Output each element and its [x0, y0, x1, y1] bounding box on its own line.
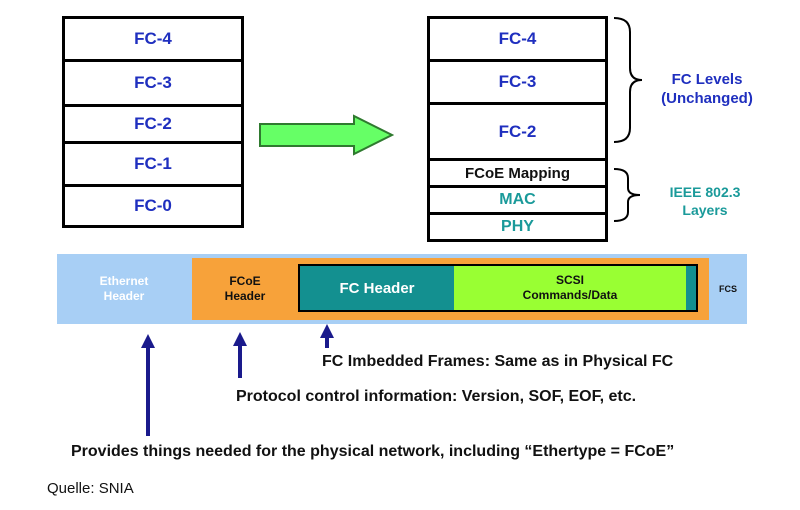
ethernet-header-line2: Header — [103, 289, 145, 303]
ieee-layers-label: IEEE 802.3 Layers — [655, 183, 755, 219]
source-credit: Quelle: SNIA — [47, 480, 134, 497]
right-fc-2: FC-2 — [427, 102, 608, 161]
transition-arrow — [259, 114, 394, 156]
pointer-arrows — [141, 324, 334, 436]
fc-levels-label-line2: (Unchanged) — [661, 90, 753, 107]
fcoe-header-line1: FCoE — [229, 274, 261, 288]
phy-layer: PHY — [427, 212, 608, 242]
fcoe-frame: FCoE Header FC Header SCSI Commands/Data — [192, 258, 709, 320]
fc-levels-label: FC Levels (Unchanged) — [652, 70, 762, 108]
pointer-arrow-fc-imbedded — [320, 324, 334, 348]
fcs-segment: FCS — [719, 284, 737, 294]
fcoe-header-line2: Header — [224, 289, 266, 303]
protocol-caption: Protocol control information: Version, S… — [236, 388, 637, 405]
right-fc-4: FC-4 — [427, 16, 608, 62]
fc-frame: FC Header SCSI Commands/Data — [298, 264, 698, 312]
fcoe-header-segment: FCoE Header — [192, 258, 298, 320]
fc-levels-label-line1: FC Levels — [671, 71, 743, 88]
pointer-arrow-physical — [141, 334, 155, 436]
ieee-layers-label-line2: Layers — [682, 202, 728, 218]
left-fc-stack: FC-4 FC-3 FC-2 FC-1 FC-0 — [62, 16, 244, 228]
scsi-line1: SCSI — [555, 273, 584, 287]
physical-network-caption: Provides things needed for the physical … — [71, 443, 675, 460]
ieee-layers-label-line1: IEEE 802.3 — [669, 184, 741, 200]
ethernet-header-segment: Ethernet Header — [57, 254, 191, 324]
fc-imbedded-caption: FC Imbedded Frames: Same as in Physical … — [322, 353, 674, 370]
fc-levels-brace — [613, 17, 643, 143]
right-fc-3: FC-3 — [427, 59, 608, 105]
right-fcoe-stack: FC-4 FC-3 FC-2 FCoE Mapping MAC PHY — [427, 16, 608, 242]
ethernet-frame: Ethernet Header FCoE Header FC Header SC… — [57, 254, 747, 324]
scsi-data-segment: SCSI Commands/Data — [454, 266, 686, 310]
left-fc-0: FC-0 — [62, 184, 244, 228]
left-fc-3: FC-3 — [62, 59, 244, 107]
left-fc-4: FC-4 — [62, 16, 244, 62]
left-fc-2: FC-2 — [62, 104, 244, 144]
left-fc-1: FC-1 — [62, 141, 244, 187]
fcoe-mapping-layer: FCoE Mapping — [427, 158, 608, 188]
mac-layer: MAC — [427, 185, 608, 215]
ethernet-header-line1: Ethernet — [99, 274, 149, 288]
pointer-arrow-protocol — [233, 332, 247, 378]
ieee-brace — [613, 168, 641, 222]
fc-header-segment: FC Header — [339, 279, 415, 297]
scsi-line2: Commands/Data — [522, 288, 618, 302]
